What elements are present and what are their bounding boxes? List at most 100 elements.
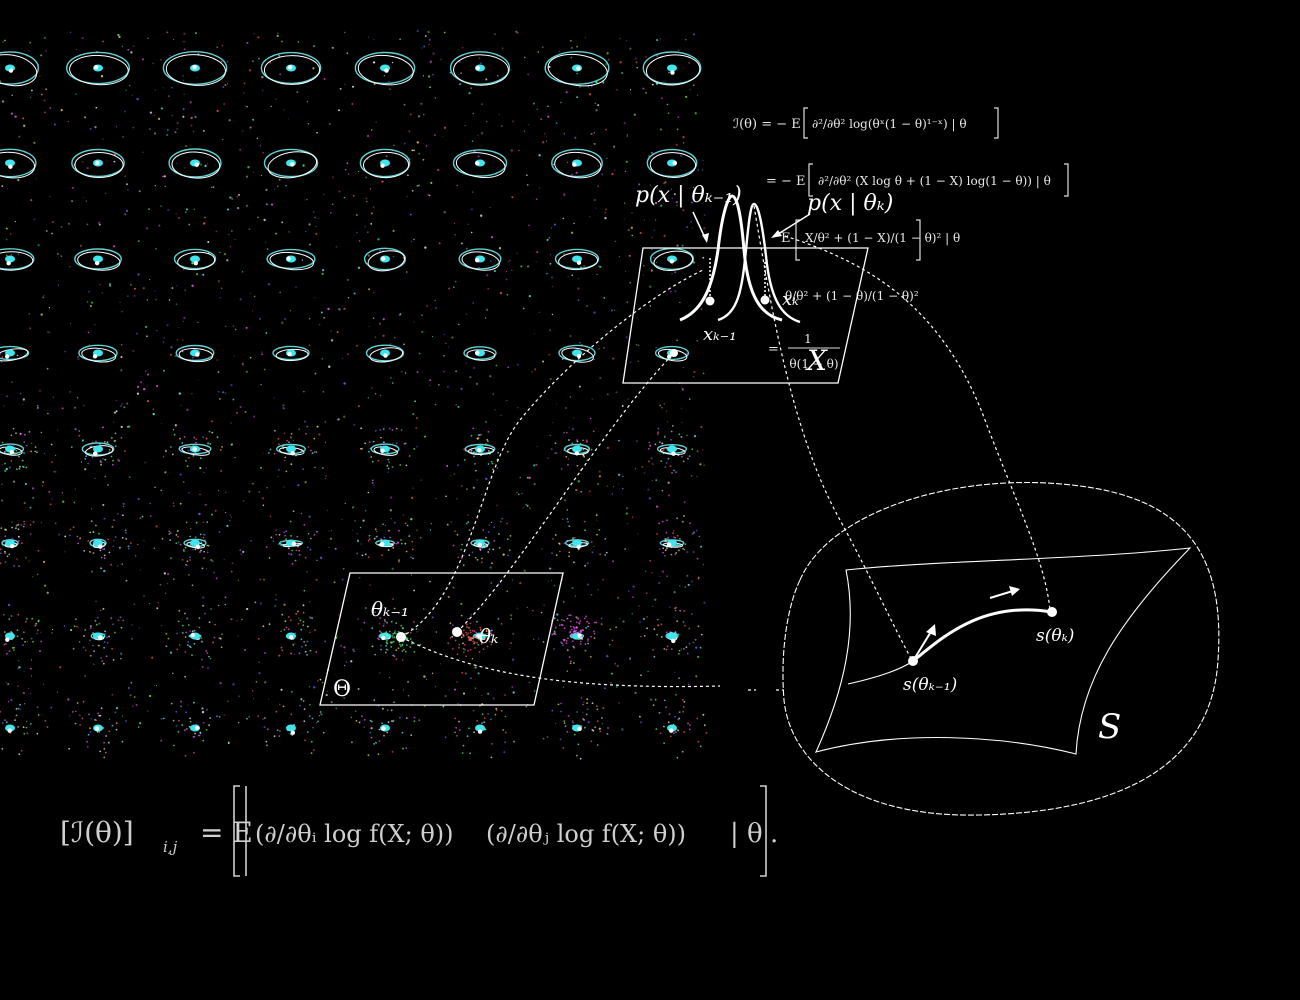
- speckle-dot: [309, 631, 311, 634]
- cluster-speckle: [604, 554, 607, 556]
- speckle-dot: [314, 372, 317, 375]
- cluster-speckle: [542, 641, 545, 643]
- speckle-dot: [540, 118, 543, 121]
- speckle-dot: [36, 406, 39, 409]
- cluster-speckle: [184, 651, 187, 653]
- speckle-dot: [617, 473, 621, 476]
- speckle-dot: [693, 370, 696, 374]
- speckle-dot: [168, 299, 171, 301]
- speckle-dot: [1, 483, 3, 485]
- cluster-speckle: [576, 711, 579, 713]
- cluster-speckle: [284, 534, 287, 537]
- speckle-dot: [448, 287, 451, 290]
- true-mean-dot: [380, 448, 385, 453]
- cluster-speckle: [487, 551, 490, 553]
- cluster-speckle: [687, 722, 689, 725]
- speckle-dot: [525, 503, 528, 506]
- speckle-dot: [122, 136, 124, 138]
- speckle-dot: [280, 40, 283, 43]
- speckle-dot: [242, 130, 244, 132]
- speckle-dot: [203, 550, 206, 553]
- parameter-speckle: [404, 650, 407, 653]
- speckle-dot: [327, 307, 330, 311]
- speckle-dot: [23, 502, 26, 505]
- speckle-dot: [37, 714, 40, 716]
- speckle-dot: [86, 301, 89, 303]
- speckle-dot: [278, 703, 281, 706]
- cluster-speckle: [317, 720, 319, 723]
- cluster-speckle: [191, 654, 193, 656]
- speckle-dot: [379, 394, 381, 396]
- cluster-speckle: [487, 450, 490, 452]
- speckle-dot: [450, 474, 452, 476]
- cluster-speckle: [302, 700, 305, 702]
- cluster-speckle: [103, 748, 106, 750]
- speckle-dot: [558, 50, 560, 53]
- speckle-dot: [438, 384, 440, 386]
- speckle-dot: [246, 717, 248, 720]
- speckle-dot: [90, 508, 93, 510]
- fisher-line-2-body: ∂²/∂θ² (X log θ + (1 − X) log(1 − θ)) | …: [818, 174, 1051, 188]
- cluster-speckle: [675, 552, 678, 554]
- cluster-speckle: [692, 641, 695, 644]
- speckle-dot: [136, 385, 140, 389]
- speckle-dot: [372, 61, 376, 64]
- speckle-dot: [153, 132, 157, 135]
- cluster-speckle: [304, 556, 307, 559]
- speckle-dot: [220, 60, 223, 63]
- speckle-dot: [549, 329, 551, 332]
- speckle-dot: [522, 307, 525, 310]
- cluster-speckle: [5, 721, 8, 724]
- true-mean-dot: [94, 260, 100, 266]
- parameter-speckle: [553, 631, 556, 634]
- cluster-speckle: [455, 726, 457, 729]
- cluster-speckle: [492, 548, 495, 551]
- speckle-dot: [666, 421, 668, 423]
- speckle-dot: [314, 297, 316, 299]
- speckle-dot: [21, 644, 25, 647]
- cluster-speckle: [584, 529, 586, 532]
- speckle-dot: [22, 403, 24, 405]
- cluster-speckle: [84, 629, 87, 631]
- fisher-line-5-prefix: =: [768, 342, 779, 357]
- speckle-dot: [442, 136, 444, 138]
- cluster-speckle: [303, 524, 306, 526]
- speckle-dot: [464, 124, 466, 127]
- speckle-dot: [413, 238, 415, 241]
- cluster-speckle: [682, 547, 684, 550]
- speckle-dot: [597, 104, 600, 107]
- speckle-dot: [229, 520, 231, 522]
- speckle-dot: [571, 428, 575, 431]
- cluster-speckle: [394, 630, 397, 632]
- parameter-speckle: [579, 640, 582, 643]
- cluster-speckle: [121, 740, 124, 743]
- cluster-speckle: [584, 565, 586, 567]
- speckle-dot: [94, 324, 96, 326]
- speckle-dot: [576, 96, 578, 99]
- speckle-dot: [152, 408, 155, 410]
- speckle-dot: [685, 95, 688, 98]
- true-mean-dot: [7, 728, 12, 733]
- parameter-speckle: [563, 619, 565, 622]
- density-label-right: p(x | θₖ): [807, 191, 893, 216]
- speckle-dot: [551, 714, 553, 715]
- speckle-dot: [385, 177, 388, 180]
- speckle-dot: [350, 716, 353, 719]
- speckle-dot: [325, 693, 328, 697]
- cluster-speckle: [23, 441, 26, 443]
- cluster-speckle: [17, 528, 20, 531]
- true-mean-dot: [474, 257, 480, 263]
- cluster-speckle: [393, 521, 396, 524]
- speckle-dot: [632, 596, 634, 599]
- speckle-dot: [80, 461, 82, 463]
- cluster-speckle: [89, 627, 92, 629]
- cluster-speckle: [281, 649, 284, 652]
- speckle-dot: [11, 521, 13, 523]
- speckle-dot: [176, 285, 178, 287]
- speckle-dot: [116, 126, 118, 128]
- speckle-dot: [115, 399, 118, 402]
- speckle-dot: [29, 722, 32, 725]
- speckle-dot: [244, 410, 247, 413]
- cluster-speckle: [306, 546, 309, 549]
- speckle-dot: [370, 129, 373, 131]
